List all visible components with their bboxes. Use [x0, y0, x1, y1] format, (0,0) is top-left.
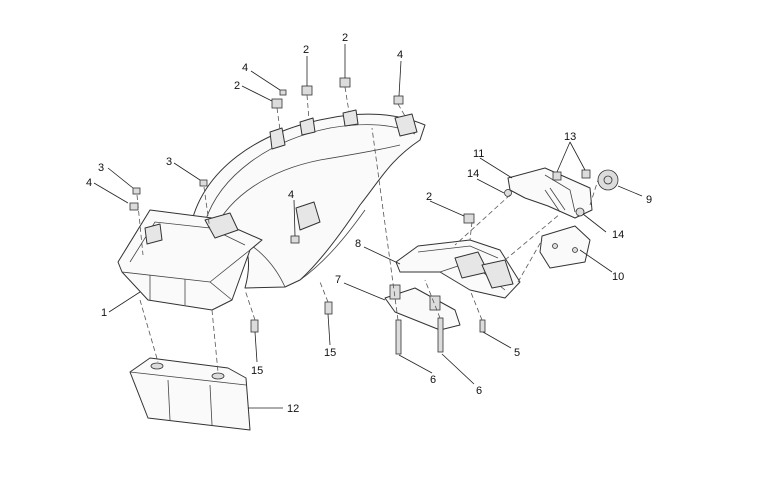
- callout-5: 5: [514, 347, 520, 359]
- assembly-lines: [136, 86, 599, 373]
- callout-10: 10: [612, 271, 624, 283]
- callout-2: 2: [234, 80, 240, 92]
- callout-6: 6: [476, 385, 482, 397]
- callout-8: 8: [355, 238, 361, 250]
- callout-14: 14: [467, 168, 479, 180]
- leader-lines: [93, 44, 643, 409]
- callout-4: 4: [242, 62, 248, 74]
- callout-14: 14: [612, 229, 624, 241]
- callout-15: 15: [324, 347, 336, 359]
- support-bracket-part: [395, 239, 521, 299]
- hardware-group: [129, 77, 619, 355]
- reflector-bracket-part: [539, 225, 591, 269]
- callout-11: 11: [473, 148, 484, 160]
- battery-box-part: [117, 209, 263, 311]
- callout-7: 7: [335, 274, 341, 286]
- callout-4: 4: [288, 189, 294, 201]
- callout-1: 1: [101, 307, 107, 319]
- callout-12: 12: [287, 403, 299, 415]
- callout-3: 3: [166, 156, 172, 168]
- callout-2: 2: [342, 32, 348, 44]
- callout-labels: 1 2 2 2 2 3 3 4 4 4 4 5 6 6 7 8 9 10 11 …: [86, 32, 652, 415]
- callout-9: 9: [646, 194, 652, 206]
- cover-part: [129, 357, 251, 431]
- callout-4: 4: [86, 177, 92, 189]
- callout-13: 13: [564, 131, 576, 143]
- callout-3: 3: [98, 162, 104, 174]
- callout-2: 2: [303, 44, 309, 56]
- callout-4: 4: [397, 49, 403, 61]
- callout-15: 15: [251, 365, 263, 377]
- callout-2: 2: [426, 191, 432, 203]
- callout-6: 6: [430, 374, 436, 386]
